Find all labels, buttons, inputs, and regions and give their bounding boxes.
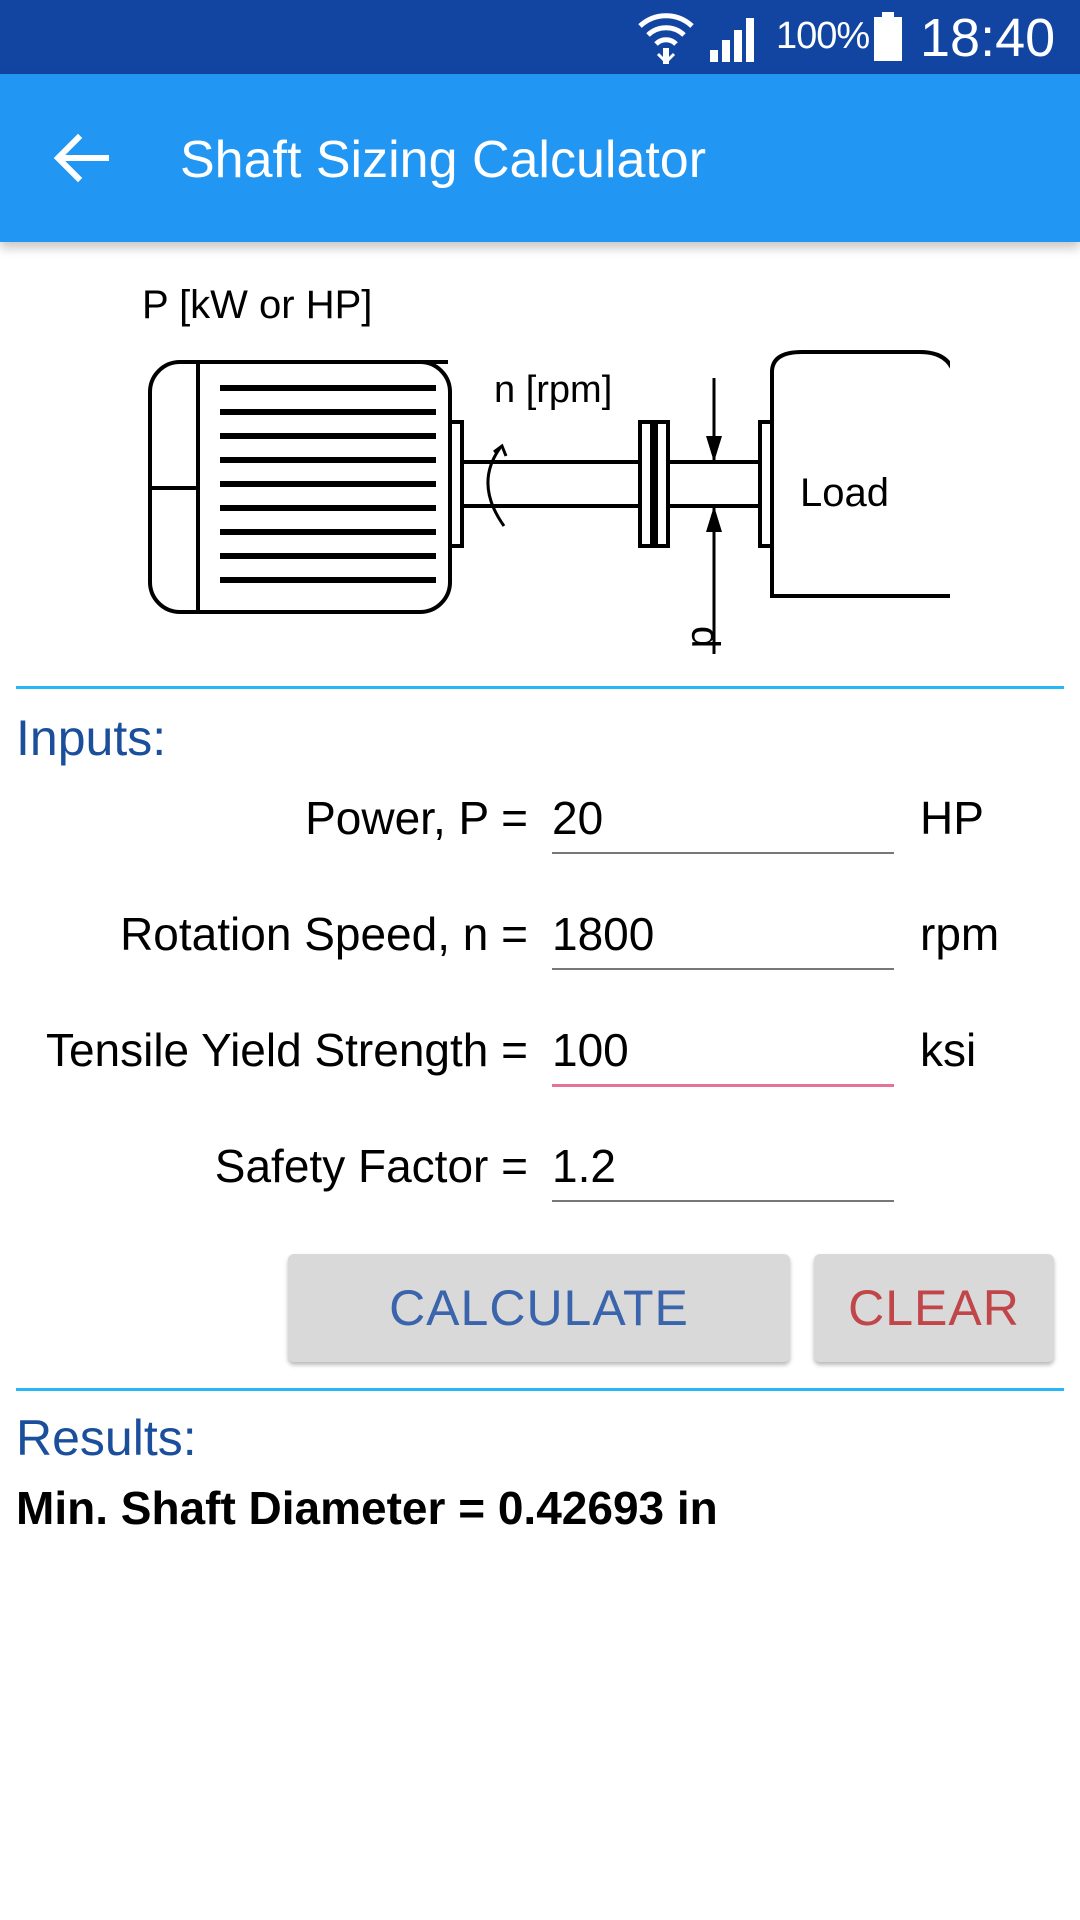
- shaft-diagram: P [kW or HP] n [rpm] Load d: [142, 283, 950, 654]
- wifi-icon: [638, 13, 694, 65]
- power-label: P [kW or HP]: [142, 283, 372, 327]
- signal-icon: [710, 18, 754, 62]
- app-bar: Shaft Sizing Calculator: [0, 74, 1080, 242]
- page-title: Shaft Sizing Calculator: [180, 131, 707, 189]
- motor-fins: [220, 385, 436, 583]
- speed-input[interactable]: [552, 900, 894, 970]
- result-text: Min. Shaft Diameter = 0.42693 in: [16, 1482, 718, 1534]
- divider: [16, 1388, 1064, 1391]
- inputs-heading: Inputs:: [16, 710, 167, 766]
- results-heading: Results:: [16, 1410, 197, 1466]
- status-bar: 100% 18:40: [0, 0, 1080, 74]
- power-unit: HP: [920, 792, 984, 844]
- shaft-icon: [462, 460, 760, 508]
- coupling-icon: [638, 420, 654, 548]
- safety-factor-input[interactable]: [552, 1132, 894, 1202]
- load-label: Load: [800, 471, 889, 515]
- calculate-button[interactable]: CALCULATE: [288, 1254, 790, 1362]
- yield-strength-label: Tensile Yield Strength =: [45, 1024, 528, 1076]
- arrow-back-icon[interactable]: [50, 126, 114, 190]
- battery-icon: [874, 12, 902, 61]
- clear-button[interactable]: CLEAR: [814, 1254, 1054, 1362]
- divider: [16, 686, 1064, 689]
- rotation-arrow-icon: [486, 447, 506, 527]
- clock: 18:40: [920, 8, 1056, 68]
- power-input[interactable]: [552, 784, 894, 854]
- speed-unit: rpm: [920, 908, 1000, 960]
- safety-factor-label: Safety Factor =: [214, 1140, 528, 1192]
- power-label: Power, P =: [305, 792, 528, 844]
- speed-label: n [rpm]: [494, 369, 612, 411]
- yield-strength-unit: ksi: [920, 1024, 977, 1076]
- speed-label: Rotation Speed, n =: [120, 908, 528, 960]
- yield-strength-input[interactable]: [552, 1016, 894, 1087]
- diameter-label: d: [683, 626, 727, 648]
- battery-percent: 100%: [776, 15, 870, 57]
- load-box-icon: [770, 350, 950, 598]
